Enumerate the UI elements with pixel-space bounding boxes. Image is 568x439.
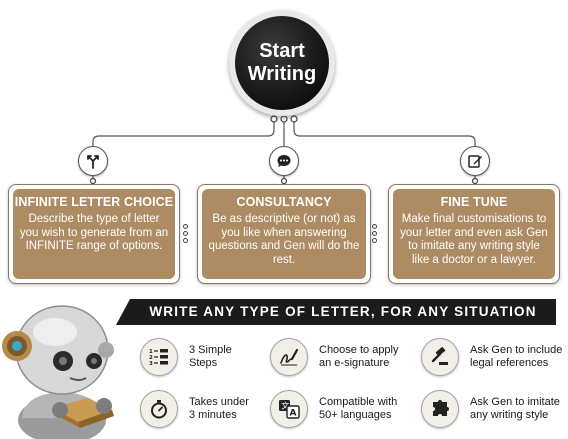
feature-label-line-2: an e-signature	[319, 357, 390, 369]
chat-bubble-icon	[269, 146, 299, 176]
puzzle-icon	[421, 390, 459, 428]
step-title: INFINITE LETTER CHOICE	[14, 195, 174, 209]
svg-text:2: 2	[149, 355, 153, 361]
step-description: Describe the type of letter you wish to …	[19, 213, 169, 253]
feature-legal-references: Ask Gen to include legal references	[421, 338, 562, 376]
svg-text:文: 文	[281, 401, 289, 411]
feature-under-three-minutes: Takes under 3 minutes	[140, 390, 249, 428]
edit-icon	[460, 146, 490, 176]
feature-label-line-2: legal references	[470, 357, 549, 369]
signpost-icon	[78, 146, 108, 176]
connector-dots	[183, 224, 188, 245]
feature-label-line-2: Steps	[189, 357, 218, 369]
feature-label-line-1: Takes under	[189, 396, 249, 408]
feature-writing-style: Ask Gen to imitate any writing style	[421, 390, 560, 428]
step-card-infinite-letter-choice: INFINITE LETTER CHOICE Describe the type…	[8, 184, 180, 284]
step-card-consultancy: CONSULTANCY Be as descriptive (or not) a…	[197, 184, 371, 284]
feature-label-line-1: Compatible with	[319, 396, 398, 408]
feature-label-line-1: Ask Gen to imitate	[470, 396, 560, 408]
feature-label-line-2: any writing style	[470, 409, 549, 421]
start-line-1: Start	[259, 40, 305, 62]
step-description: Be as descriptive (or not) as you like w…	[208, 213, 360, 266]
step-card-fine-tune: FINE TUNE Make final customisations to y…	[388, 184, 560, 284]
gavel-icon	[421, 338, 459, 376]
feature-label-line-2: 3 minutes	[189, 409, 237, 421]
stopwatch-icon	[140, 390, 178, 428]
step-title: CONSULTANCY	[236, 195, 332, 209]
start-line-2: Writing	[247, 63, 317, 85]
svg-text:1: 1	[149, 349, 153, 355]
feature-label-line-2: 50+ languages	[319, 409, 392, 421]
svg-text:A: A	[290, 409, 297, 419]
feature-label-line-1: Choose to apply	[319, 344, 399, 356]
feature-label-line-1: Ask Gen to include	[470, 344, 563, 356]
connector-dots	[372, 224, 377, 245]
step-title: FINE TUNE	[440, 195, 508, 209]
feature-e-signature: Choose to apply an e-signature	[270, 338, 399, 376]
features-banner: WRITE ANY TYPE OF LETTER, FOR ANY SITUAT…	[116, 299, 556, 325]
robot-mascot-illustration	[2, 305, 114, 439]
signature-icon	[270, 338, 308, 376]
step-description: Make final customisations to your letter…	[400, 213, 548, 266]
svg-text:3: 3	[149, 361, 153, 366]
feature-label-line-1: 3 Simple	[189, 344, 232, 356]
start-writing-node[interactable]: Start Writing	[235, 16, 329, 110]
